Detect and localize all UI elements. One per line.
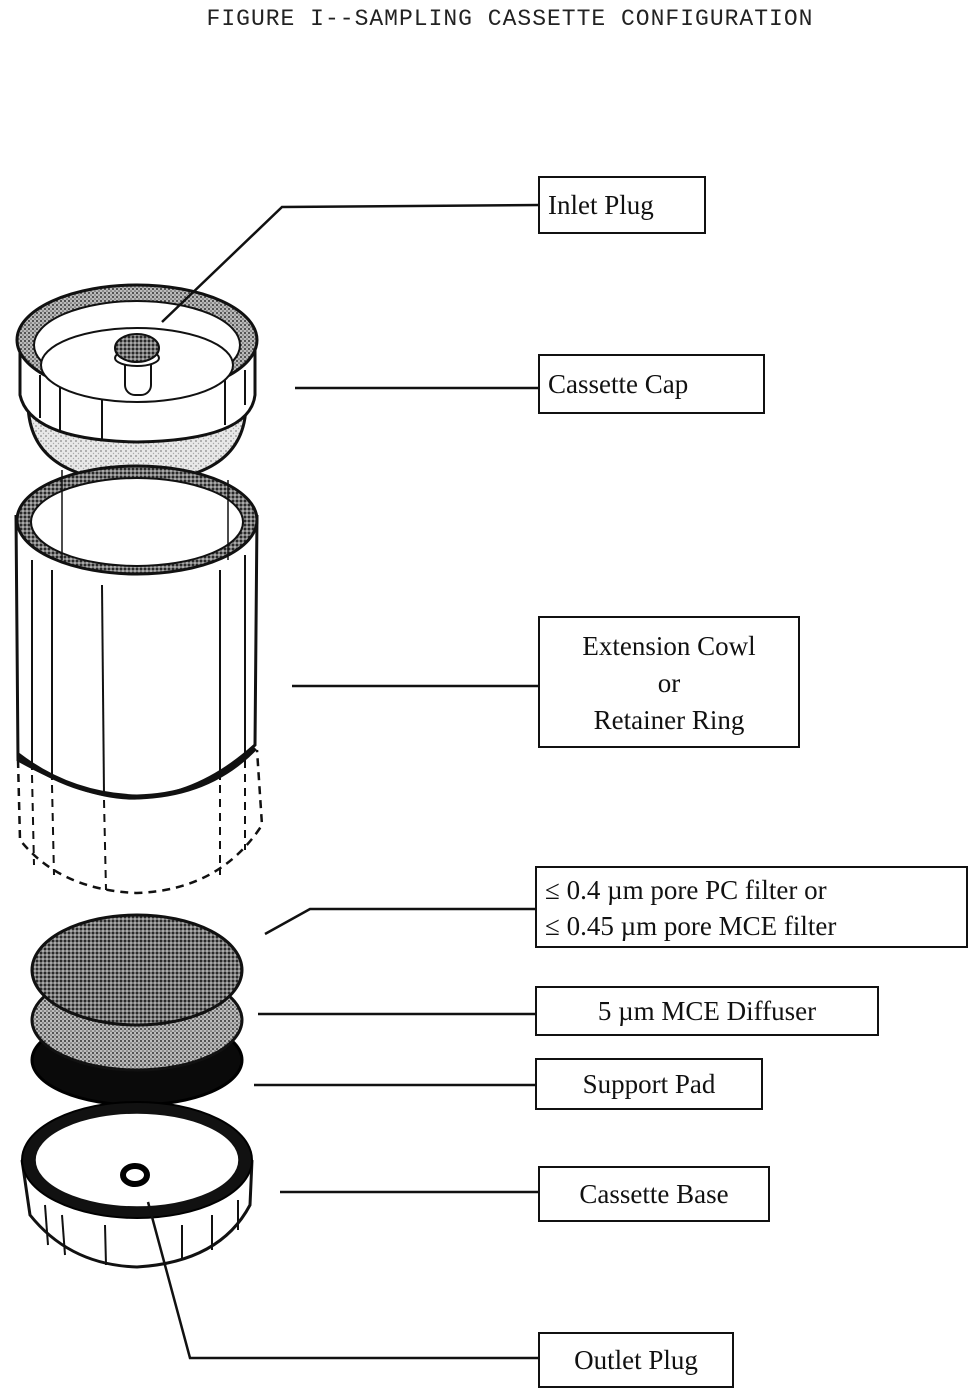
- cassette-base-shape: [20, 1101, 254, 1269]
- figure-title: FIGURE I--SAMPLING CASSETTE CONFIGURATIO…: [206, 6, 814, 32]
- label-support-pad-text: Support Pad: [582, 1069, 716, 1099]
- extension-cowl-shape: [14, 464, 264, 895]
- label-extension-cowl-line3: Retainer Ring: [593, 705, 745, 735]
- label-extension-cowl: Extension Cowl or Retainer Ring: [538, 616, 800, 748]
- label-cassette-cap-text: Cassette Cap: [548, 369, 689, 399]
- cassette-cap-shape: [15, 283, 259, 484]
- filter-stack-shape: [30, 913, 244, 1107]
- label-inlet-plug-text: Inlet Plug: [548, 190, 654, 220]
- label-inlet-plug: Inlet Plug: [538, 176, 706, 234]
- label-filter-line2: ≤ 0.45 µm pore MCE filter: [545, 911, 837, 941]
- leader-lines: [146, 203, 541, 1360]
- label-support-pad: Support Pad: [535, 1058, 763, 1110]
- label-cassette-cap: Cassette Cap: [538, 354, 765, 414]
- label-filter: ≤ 0.4 µm pore PC filter or ≤ 0.45 µm por…: [535, 866, 968, 948]
- leader-filter: [264, 907, 537, 936]
- label-outlet-plug: Outlet Plug: [538, 1332, 734, 1388]
- label-extension-cowl-line2: or: [657, 668, 681, 698]
- leader-inlet-plug: [161, 203, 541, 323]
- label-extension-cowl-line1: Extension Cowl: [582, 631, 756, 661]
- label-cassette-base-text: Cassette Base: [579, 1179, 729, 1209]
- label-cassette-base: Cassette Base: [538, 1166, 770, 1222]
- label-filter-line1: ≤ 0.4 µm pore PC filter or: [545, 875, 827, 905]
- leader-outlet-plug: [146, 1201, 540, 1360]
- label-diffuser: 5 µm MCE Diffuser: [535, 986, 879, 1036]
- label-outlet-plug-text: Outlet Plug: [574, 1345, 698, 1375]
- label-diffuser-text: 5 µm MCE Diffuser: [597, 996, 817, 1026]
